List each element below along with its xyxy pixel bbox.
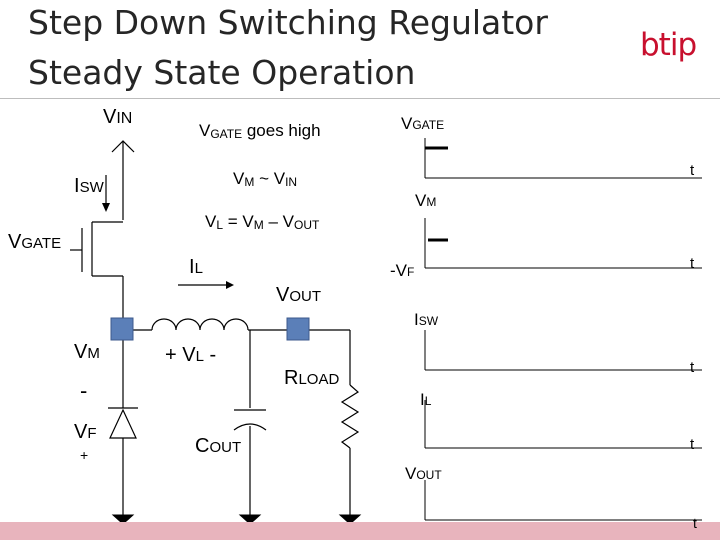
cout-label: COUT xyxy=(195,435,242,457)
vout-node xyxy=(286,317,310,341)
isw-label: ISW xyxy=(74,175,104,197)
slide-title-line1: Step Down Switching Regulator xyxy=(28,3,548,42)
vm-node xyxy=(110,317,134,341)
rload-label: RLOAD xyxy=(284,367,340,389)
vl-equation-note: VL = VM – VOUT xyxy=(205,212,320,232)
inductor-icon xyxy=(151,318,249,331)
title-divider xyxy=(0,98,720,99)
ground-icon xyxy=(338,514,362,525)
vgate-time-label: t xyxy=(690,162,695,179)
ground-icon xyxy=(111,514,135,525)
vin-arrow-icon xyxy=(111,140,135,153)
footer-bar xyxy=(0,522,720,540)
waveform-vm-label: VM xyxy=(415,191,437,210)
vm-approx-vin-note: VM ~ VIN xyxy=(233,169,298,189)
waveform-vout-label: VOUT xyxy=(405,464,442,483)
il-arrowhead-icon xyxy=(226,281,234,289)
waveform-vgate-label: VGATE xyxy=(401,114,445,133)
waveform-il-label: IL xyxy=(420,390,432,409)
vf-plus-sign: + xyxy=(80,447,89,463)
vgate-input-label: VGATE xyxy=(8,231,62,253)
slide-title-line2: Steady State Operation xyxy=(28,53,416,92)
isw-time-label: t xyxy=(690,359,695,376)
il-label: IL xyxy=(189,256,203,278)
vm-time-label: t xyxy=(690,255,695,272)
vf-minus-sign: - xyxy=(80,378,88,403)
waveform-neg-vf-label: -VF xyxy=(390,261,415,280)
load-resistor-icon xyxy=(340,384,360,449)
il-time-label: t xyxy=(690,436,695,453)
vgate-goes-high-note: VGATE goes high xyxy=(199,121,321,141)
vl-label: + VL - xyxy=(165,344,217,366)
capacitor-plate-bottom xyxy=(233,423,267,431)
waveform-isw-label: ISW xyxy=(414,310,439,329)
vm-node-label: VM xyxy=(74,341,100,363)
vout-label: VOUT xyxy=(276,284,322,306)
vin-label: VIN xyxy=(103,106,133,128)
ground-icon xyxy=(238,514,262,525)
vout-time-label: t xyxy=(693,515,697,531)
freewheel-diode-icon xyxy=(109,408,137,439)
btip-logo: btip xyxy=(640,27,697,63)
vf-label: VF xyxy=(74,421,97,443)
isw-arrowhead-icon xyxy=(102,203,110,212)
